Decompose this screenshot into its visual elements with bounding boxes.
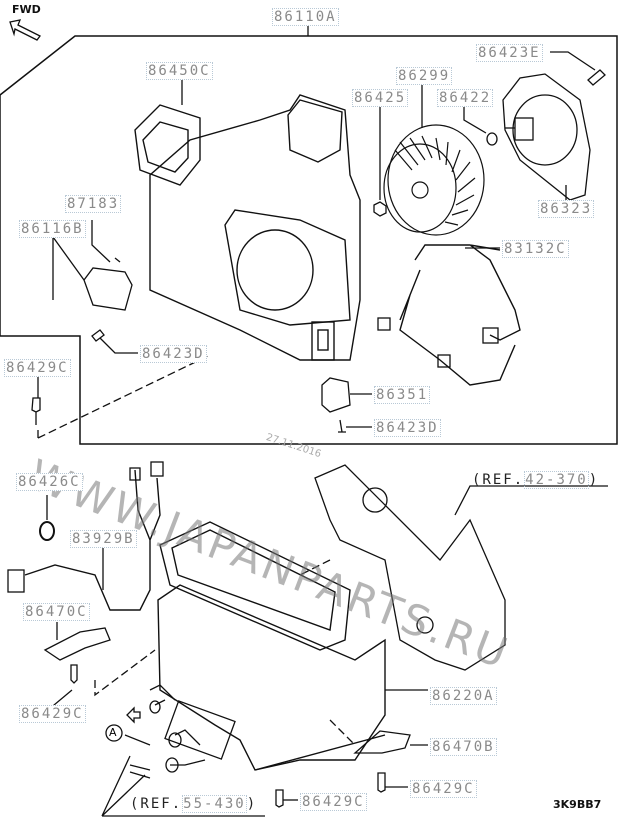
bolt-86429C-b: [70, 664, 78, 684]
assembly-frame: [0, 35, 618, 445]
heater-core: [149, 684, 236, 773]
hose-clamp: [124, 734, 151, 779]
callout-a-label: A: [109, 726, 117, 739]
part-label-86323[interactable]: 86323: [538, 200, 595, 218]
screw-86423D-b: [338, 419, 346, 433]
ref-suffix: ): [588, 472, 600, 488]
part-label-86425[interactable]: 86425: [352, 89, 409, 107]
part-label-86220A[interactable]: 86220A: [430, 687, 497, 705]
ref-55-430: (REF.55-430): [130, 795, 258, 813]
part-label-86426C[interactable]: 86426C: [16, 473, 83, 491]
part-label-86429C-right[interactable]: 86429C: [410, 780, 477, 798]
bolt-86429C-a: [31, 397, 41, 425]
fwd-arrow-icon: [9, 19, 41, 41]
duct-ref-42-370: [314, 464, 506, 671]
part-label-86450C[interactable]: 86450C: [146, 62, 213, 80]
part-label-86110A[interactable]: 86110A: [272, 8, 339, 26]
part-label-86116B[interactable]: 86116B: [19, 220, 86, 238]
resistor-86351: [321, 377, 351, 413]
part-label-86423D[interactable]: 86423D: [140, 345, 207, 363]
screw-86423E: [587, 69, 606, 86]
part-label-86423E[interactable]: 86423E: [476, 44, 543, 62]
nut-86425: [373, 201, 387, 217]
ref-link-55-430[interactable]: 55-430: [182, 795, 247, 813]
part-label-86470C[interactable]: 86470C: [23, 603, 90, 621]
bolt-86429C-d: [275, 789, 284, 808]
part-label-86351[interactable]: 86351: [374, 386, 431, 404]
wiring-harness-83132C: [399, 244, 521, 386]
ref-suffix: ): [246, 796, 258, 812]
ref-arrows: [101, 755, 265, 817]
bracket-86470C: [43, 627, 111, 661]
blower-fan: [383, 124, 485, 236]
part-label-87183[interactable]: 87183: [65, 195, 122, 213]
part-label-86299[interactable]: 86299: [396, 67, 453, 85]
fwd-label: FWD: [12, 3, 41, 16]
bracket-86470B: [353, 730, 411, 754]
callout-a-circle: [105, 724, 123, 742]
diagram-code: 3K9BB7: [553, 798, 602, 811]
part-label-86429C-left[interactable]: 86429C: [19, 705, 86, 723]
ref-link-42-370[interactable]: 42-370: [524, 471, 589, 489]
part-label-86423D-lower[interactable]: 86423D: [374, 419, 441, 437]
part-label-83929B[interactable]: 83929B: [70, 530, 137, 548]
bolt-86429C-c: [377, 772, 386, 793]
part-label-86470B[interactable]: 86470B: [430, 738, 497, 756]
part-label-86429C[interactable]: 86429C: [4, 359, 71, 377]
part-label-86429C-bottom[interactable]: 86429C: [300, 793, 367, 811]
screw-86423D-a: [91, 329, 105, 342]
heater-unit: [157, 521, 386, 771]
ref-prefix: (REF.: [130, 796, 183, 812]
blower-motor: [502, 73, 591, 201]
ref-prefix: (REF.: [472, 472, 525, 488]
screw-87183: [114, 257, 121, 263]
callout-arrow: [126, 706, 141, 724]
blower-housing: [134, 94, 361, 361]
ref-42-370: (REF.42-370): [472, 471, 600, 489]
part-label-83132C[interactable]: 83132C: [502, 240, 569, 258]
washer-86422: [486, 132, 498, 146]
actuator-86116B: [83, 267, 133, 311]
wiring-harness-83929B: [24, 469, 161, 611]
part-label-86422[interactable]: 86422: [437, 89, 494, 107]
grommet-86426C: [39, 521, 55, 541]
